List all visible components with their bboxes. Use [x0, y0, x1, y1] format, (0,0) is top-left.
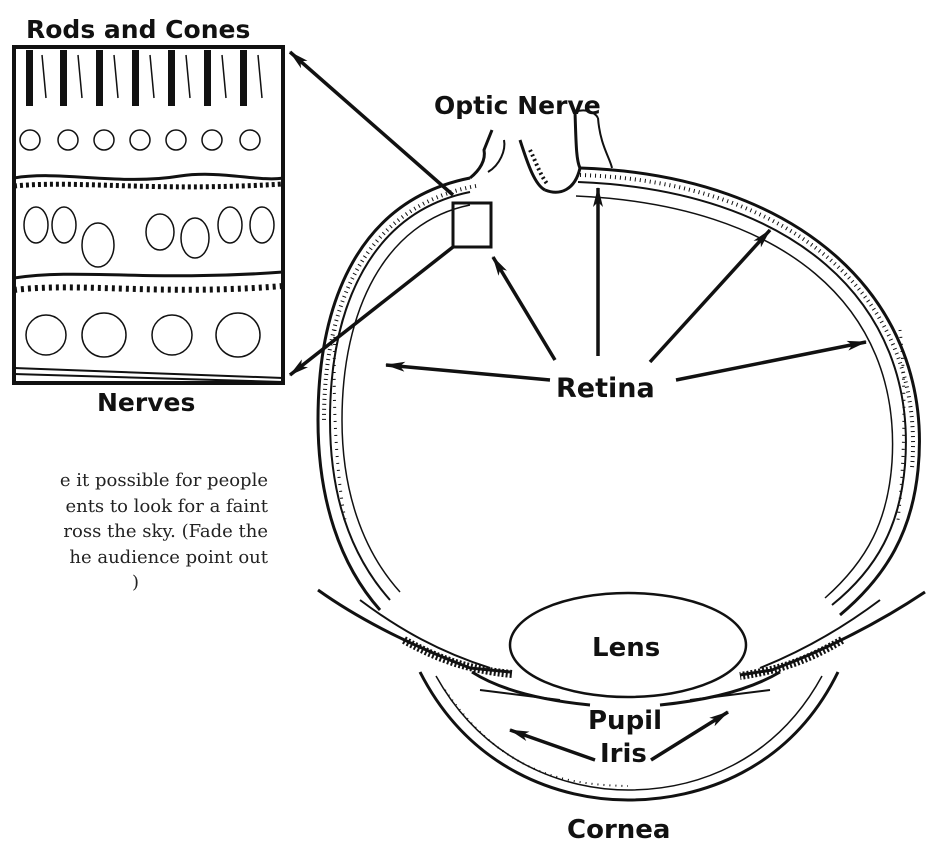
nerves-arrow — [290, 247, 453, 375]
side-text-line: ) — [0, 570, 268, 596]
nerves-label: Nerves — [97, 390, 195, 415]
retina-arrow — [493, 257, 555, 360]
optic-nerve — [575, 112, 580, 168]
rods-cones-inset — [14, 47, 283, 383]
retina-layer — [342, 205, 470, 592]
retina-arrow — [386, 365, 550, 380]
side-text-line: e it possible for people — [0, 468, 268, 494]
optic-nerve — [545, 168, 580, 192]
iris-arrow — [651, 712, 728, 760]
ciliary-body — [318, 590, 510, 672]
side-paragraph: e it possible for people ents to look fo… — [0, 468, 268, 596]
cornea-label: Cornea — [567, 817, 670, 843]
optic-nerve — [488, 140, 504, 172]
optic-nerve — [520, 140, 545, 190]
eyeball — [318, 110, 925, 800]
lens-label: Lens — [592, 635, 660, 661]
pupil-label: Pupil — [588, 708, 662, 734]
iris-arrow — [510, 730, 595, 760]
iris-label: Iris — [600, 741, 647, 767]
retina-label: Retina — [556, 375, 655, 402]
side-text-line: ents to look for a faint — [0, 494, 268, 520]
retina-arrow — [650, 230, 770, 362]
side-text-line: he audience point out — [0, 545, 268, 571]
rods-arrow — [290, 52, 453, 195]
side-text-line: ross the sky. (Fade the — [0, 519, 268, 545]
retina-layer — [330, 192, 470, 600]
retina-detail-marker — [453, 203, 491, 247]
sclera-outer — [318, 178, 470, 610]
rods-and-cones-label: Rods and Cones — [26, 17, 250, 42]
retina-arrow — [676, 342, 866, 380]
optic-nerve — [598, 118, 612, 168]
optic-nerve-label: Optic Nerve — [434, 93, 601, 118]
